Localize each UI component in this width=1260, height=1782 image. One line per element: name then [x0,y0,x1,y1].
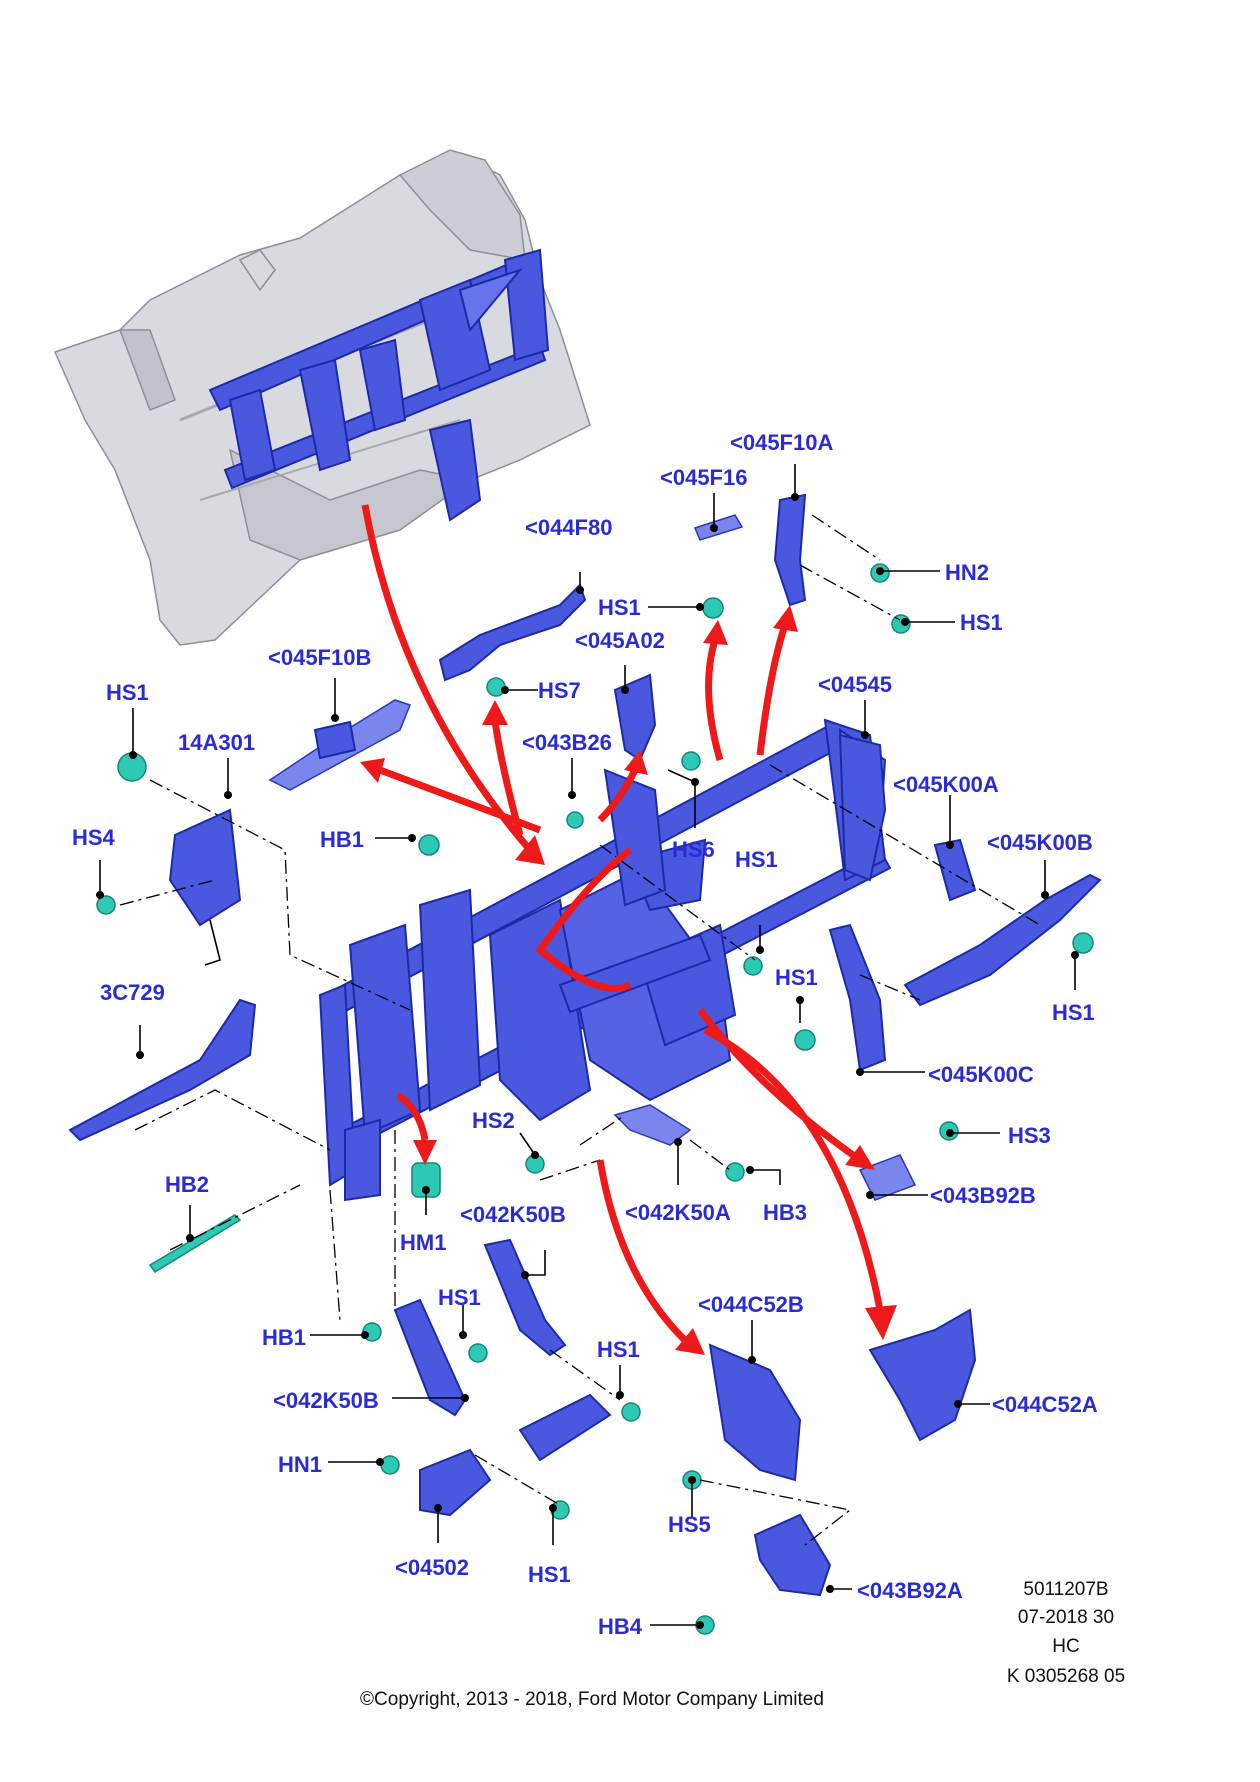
label-14A301: 14A301 [178,730,255,755]
leader-lines [96,464,1079,1629]
label-045F16: <045F16 [660,465,747,490]
label-045K00C: <045K00C [928,1062,1034,1087]
label-045F10A: <045F10A [730,430,833,455]
label-HS1-top: HS1 [598,595,641,620]
label-HB4: HB4 [598,1614,643,1639]
label-045K00A: <045K00A [893,772,999,797]
drawing-reference: 5011207B 07-2018 30 HC K 0305268 05 [1007,1579,1125,1687]
part-labels: <045F10A <045F16 <044F80 HN2 HS1 HS1 <04… [72,430,1098,1639]
label-042K50B-bottom: <042K50B [273,1388,379,1413]
label-042K50B-top: <042K50B [460,1202,566,1227]
part-043B92A [753,1513,832,1597]
label-043B92A: <043B92A [857,1578,963,1603]
label-HB2: HB2 [165,1172,209,1197]
drawing-code: HC [1052,1636,1079,1657]
label-045A02: <045A02 [575,628,665,653]
part-042K50B-lower [393,1298,467,1417]
label-HS6: HS6 [672,837,715,862]
label-3C729: 3C729 [100,980,165,1005]
part-042K50B-upper [483,1238,567,1357]
label-043B92B: <043B92B [930,1183,1036,1208]
label-044C52B: <044C52B [698,1292,804,1317]
label-04545: <04545 [818,672,892,697]
cross-car-beam-assembly [318,718,892,1202]
label-HS1-mid: HS1 [735,847,778,872]
part-042K50A [613,1104,692,1146]
part-04545 [838,733,887,882]
label-HS1-right1: HS1 [960,610,1003,635]
drawing-sheet: K 0305268 05 [1007,1666,1125,1687]
beam-in-body [208,248,550,522]
part-044C52B [708,1343,802,1482]
copyright-notice: ©Copyright, 2013 - 2018, Ford Motor Comp… [360,1689,824,1710]
label-HS7: HS7 [538,678,581,703]
label-HS5: HS5 [668,1512,711,1537]
label-HN2: HN2 [945,560,989,585]
label-HS3: HS3 [1008,1123,1051,1148]
label-HS1-right3: HS1 [775,965,818,990]
label-HN1: HN1 [278,1452,322,1477]
label-044C52A: <044C52A [992,1392,1098,1417]
part-04502 [419,1393,612,1517]
label-HM1: HM1 [400,1230,446,1255]
label-04502: <04502 [395,1555,469,1580]
part-045K00A [933,838,977,902]
label-HS1-bottom2: HS1 [597,1337,640,1362]
part-045K00B [903,873,1102,1007]
label-HS2: HS2 [472,1108,515,1133]
label-043B26: <043B26 [522,730,612,755]
drawing-date: 07-2018 30 [1018,1607,1114,1628]
part-043B92B [858,1154,917,1201]
label-HS1-left: HS1 [106,680,149,705]
part-045F16 [693,514,744,541]
assembly-lines [119,514,1041,1546]
part-045K00C [828,923,887,1072]
fasteners [96,563,1094,1635]
label-HB1-top: HB1 [320,827,364,852]
label-HS1-right2: HS1 [1052,1000,1095,1025]
assembly-arrows [360,504,897,1355]
drawing-number: 5011207B [1023,1579,1108,1600]
label-044F80: <044F80 [525,515,612,540]
part-14A301 [168,808,242,966]
label-045K00B: <045K00B [987,830,1093,855]
label-042K50A: <042K50A [625,1200,731,1225]
part-045F10A [773,493,807,607]
part-3C729 [68,998,257,1142]
part-044F80 [438,583,587,682]
label-HS1-bottom1: HS1 [438,1285,481,1310]
part-045F10B [268,699,411,791]
part-045A02 [613,673,657,762]
part-044C52A [868,1308,977,1442]
label-HS1-bottom3: HS1 [528,1562,571,1587]
label-045F10B: <045F10B [268,645,371,670]
part-HB2 [148,1214,242,1274]
label-HB3: HB3 [763,1200,807,1225]
label-HB1-bottom: HB1 [262,1325,306,1350]
label-HS4: HS4 [72,825,116,850]
